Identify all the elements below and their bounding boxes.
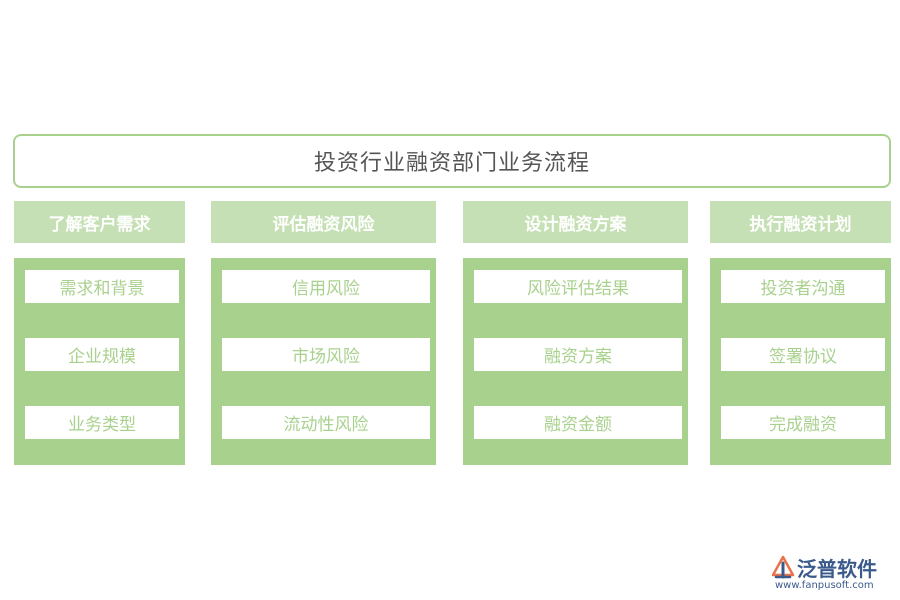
column-body-1: 需求和背景 企业规模 业务类型: [14, 258, 185, 465]
brand-logo: 泛普软件 www.fanpusoft.com: [770, 553, 892, 593]
step-item: 融资方案: [474, 338, 682, 371]
diagram-title: 投资行业融资部门业务流程: [313, 151, 590, 176]
column-header-1: 了解客户需求: [14, 201, 185, 243]
step-item: 企业规模: [25, 338, 179, 371]
column-body-3: 风险评估结果 融资方案 融资金额: [463, 258, 688, 465]
step-item: 市场风险: [222, 338, 430, 371]
logo-url: www.fanpusoft.com: [775, 580, 874, 591]
step-item: 需求和背景: [25, 270, 179, 303]
column-body-4: 投资者沟通 签署协议 完成融资: [710, 258, 891, 465]
column-header-4: 执行融资计划: [710, 201, 891, 243]
logo-icon: [771, 555, 795, 579]
step-item-label: 流动性风险: [283, 415, 369, 435]
step-item: 信用风险: [222, 270, 430, 303]
column-body-2: 信用风险 市场风险 流动性风险: [211, 258, 436, 465]
column-header-3: 设计融资方案: [463, 201, 688, 243]
step-item-label: 业务类型: [68, 415, 136, 435]
step-item-label: 签署协议: [769, 347, 837, 367]
logo-name: 泛普软件: [797, 557, 877, 581]
step-item-label: 完成融资: [769, 415, 837, 435]
column-header-label: 评估融资风险: [272, 214, 375, 235]
step-item: 投资者沟通: [721, 270, 885, 303]
step-item-label: 投资者沟通: [760, 279, 846, 299]
step-item: 流动性风险: [222, 406, 430, 439]
step-item-label: 融资金额: [544, 415, 612, 435]
step-item: 风险评估结果: [474, 270, 682, 303]
step-item-label: 风险评估结果: [527, 279, 629, 299]
step-item: 业务类型: [25, 406, 179, 439]
step-item: 完成融资: [721, 406, 885, 439]
column-header-label: 设计融资方案: [524, 214, 627, 235]
diagram-title-box: 投资行业融资部门业务流程: [13, 134, 891, 188]
column-header-label: 执行融资计划: [749, 214, 852, 235]
step-item-label: 融资方案: [544, 347, 612, 367]
step-item-label: 企业规模: [68, 347, 136, 367]
step-item: 融资金额: [474, 406, 682, 439]
step-item-label: 需求和背景: [59, 279, 145, 299]
column-header-label: 了解客户需求: [48, 214, 151, 235]
step-item-label: 信用风险: [292, 279, 360, 299]
step-item-label: 市场风险: [292, 347, 360, 367]
step-item: 签署协议: [721, 338, 885, 371]
column-header-2: 评估融资风险: [211, 201, 436, 243]
